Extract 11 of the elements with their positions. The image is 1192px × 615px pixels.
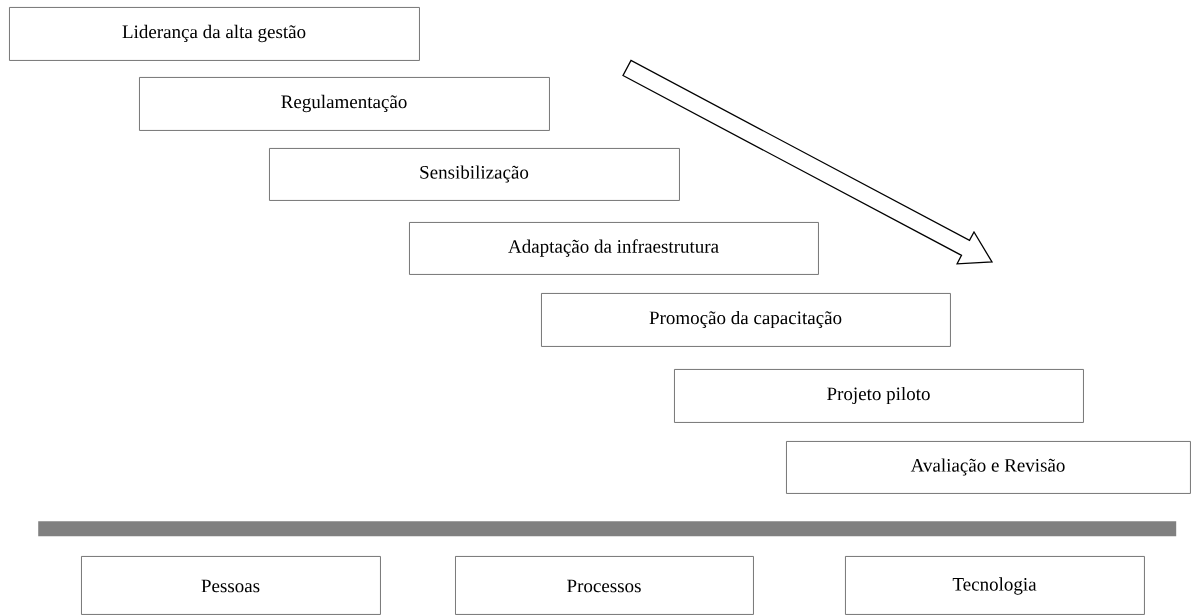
stage-box: Pessoas bbox=[81, 556, 381, 615]
divider-bar bbox=[38, 521, 1177, 537]
stage-box: Projeto piloto bbox=[674, 369, 1084, 423]
stage-box: Tecnologia bbox=[845, 556, 1145, 615]
stage-box: Adaptação da infraestrutura bbox=[409, 222, 819, 275]
stage-box: Sensibilização bbox=[269, 148, 680, 201]
stage-box: Regulamentação bbox=[139, 77, 550, 131]
stage-box: Promoção da capacitação bbox=[541, 293, 951, 347]
stage-box: Avaliação e Revisão bbox=[786, 441, 1191, 494]
stage-box: Liderança da alta gestão bbox=[9, 7, 420, 61]
stage-box: Processos bbox=[455, 556, 754, 615]
